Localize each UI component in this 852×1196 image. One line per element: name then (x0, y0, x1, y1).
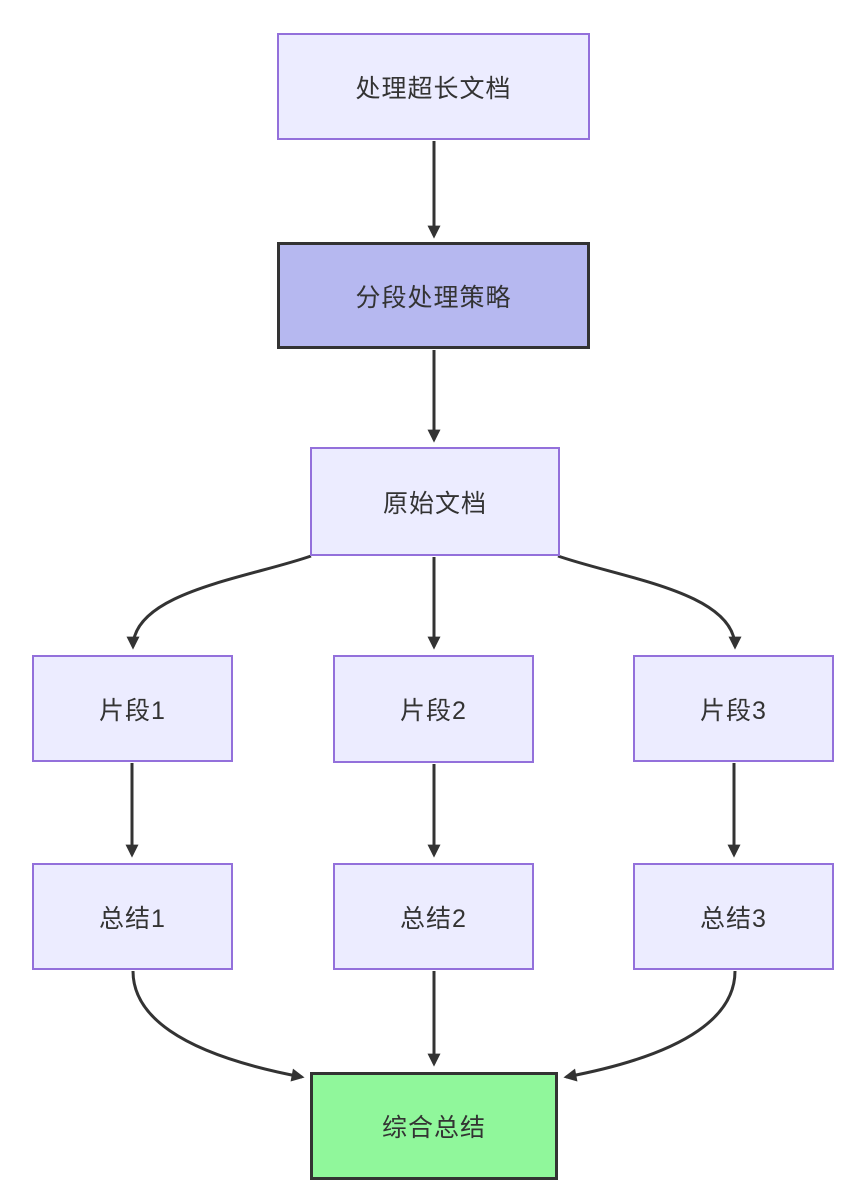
node-segment-2: 片段2 (333, 655, 534, 763)
edge-doc-seg1 (126, 554, 312, 650)
node-final-summary-label: 综合总结 (381, 1114, 486, 1142)
edge-sum1-final (131, 970, 305, 1082)
node-segment-1: 片段1 (32, 655, 233, 762)
node-summary-3: 总结3 (633, 863, 834, 970)
node-segment-3: 片段3 (633, 655, 834, 762)
node-summary-3-label: 总结3 (700, 904, 767, 933)
node-strategy-label: 分段处理策略 (355, 283, 512, 312)
edge-sum3-final (563, 970, 737, 1082)
node-segment-3-label: 片段3 (700, 696, 767, 725)
node-start: 处理超长文档 (277, 33, 590, 140)
node-segment-2-label: 片段2 (400, 697, 467, 725)
node-segment-1-label: 片段1 (99, 696, 166, 725)
node-final-summary: 综合总结 (310, 1072, 558, 1180)
node-summary-2: 总结2 (333, 863, 534, 970)
edge-doc-seg3 (557, 554, 742, 650)
node-original-document-label: 原始文档 (382, 489, 487, 518)
node-start-label: 处理超长文档 (355, 74, 512, 103)
node-summary-1-label: 总结1 (99, 904, 166, 933)
node-original-document: 原始文档 (310, 447, 560, 556)
node-summary-2-label: 总结2 (400, 904, 467, 933)
node-strategy: 分段处理策略 (277, 242, 590, 349)
node-summary-1: 总结1 (32, 863, 233, 970)
